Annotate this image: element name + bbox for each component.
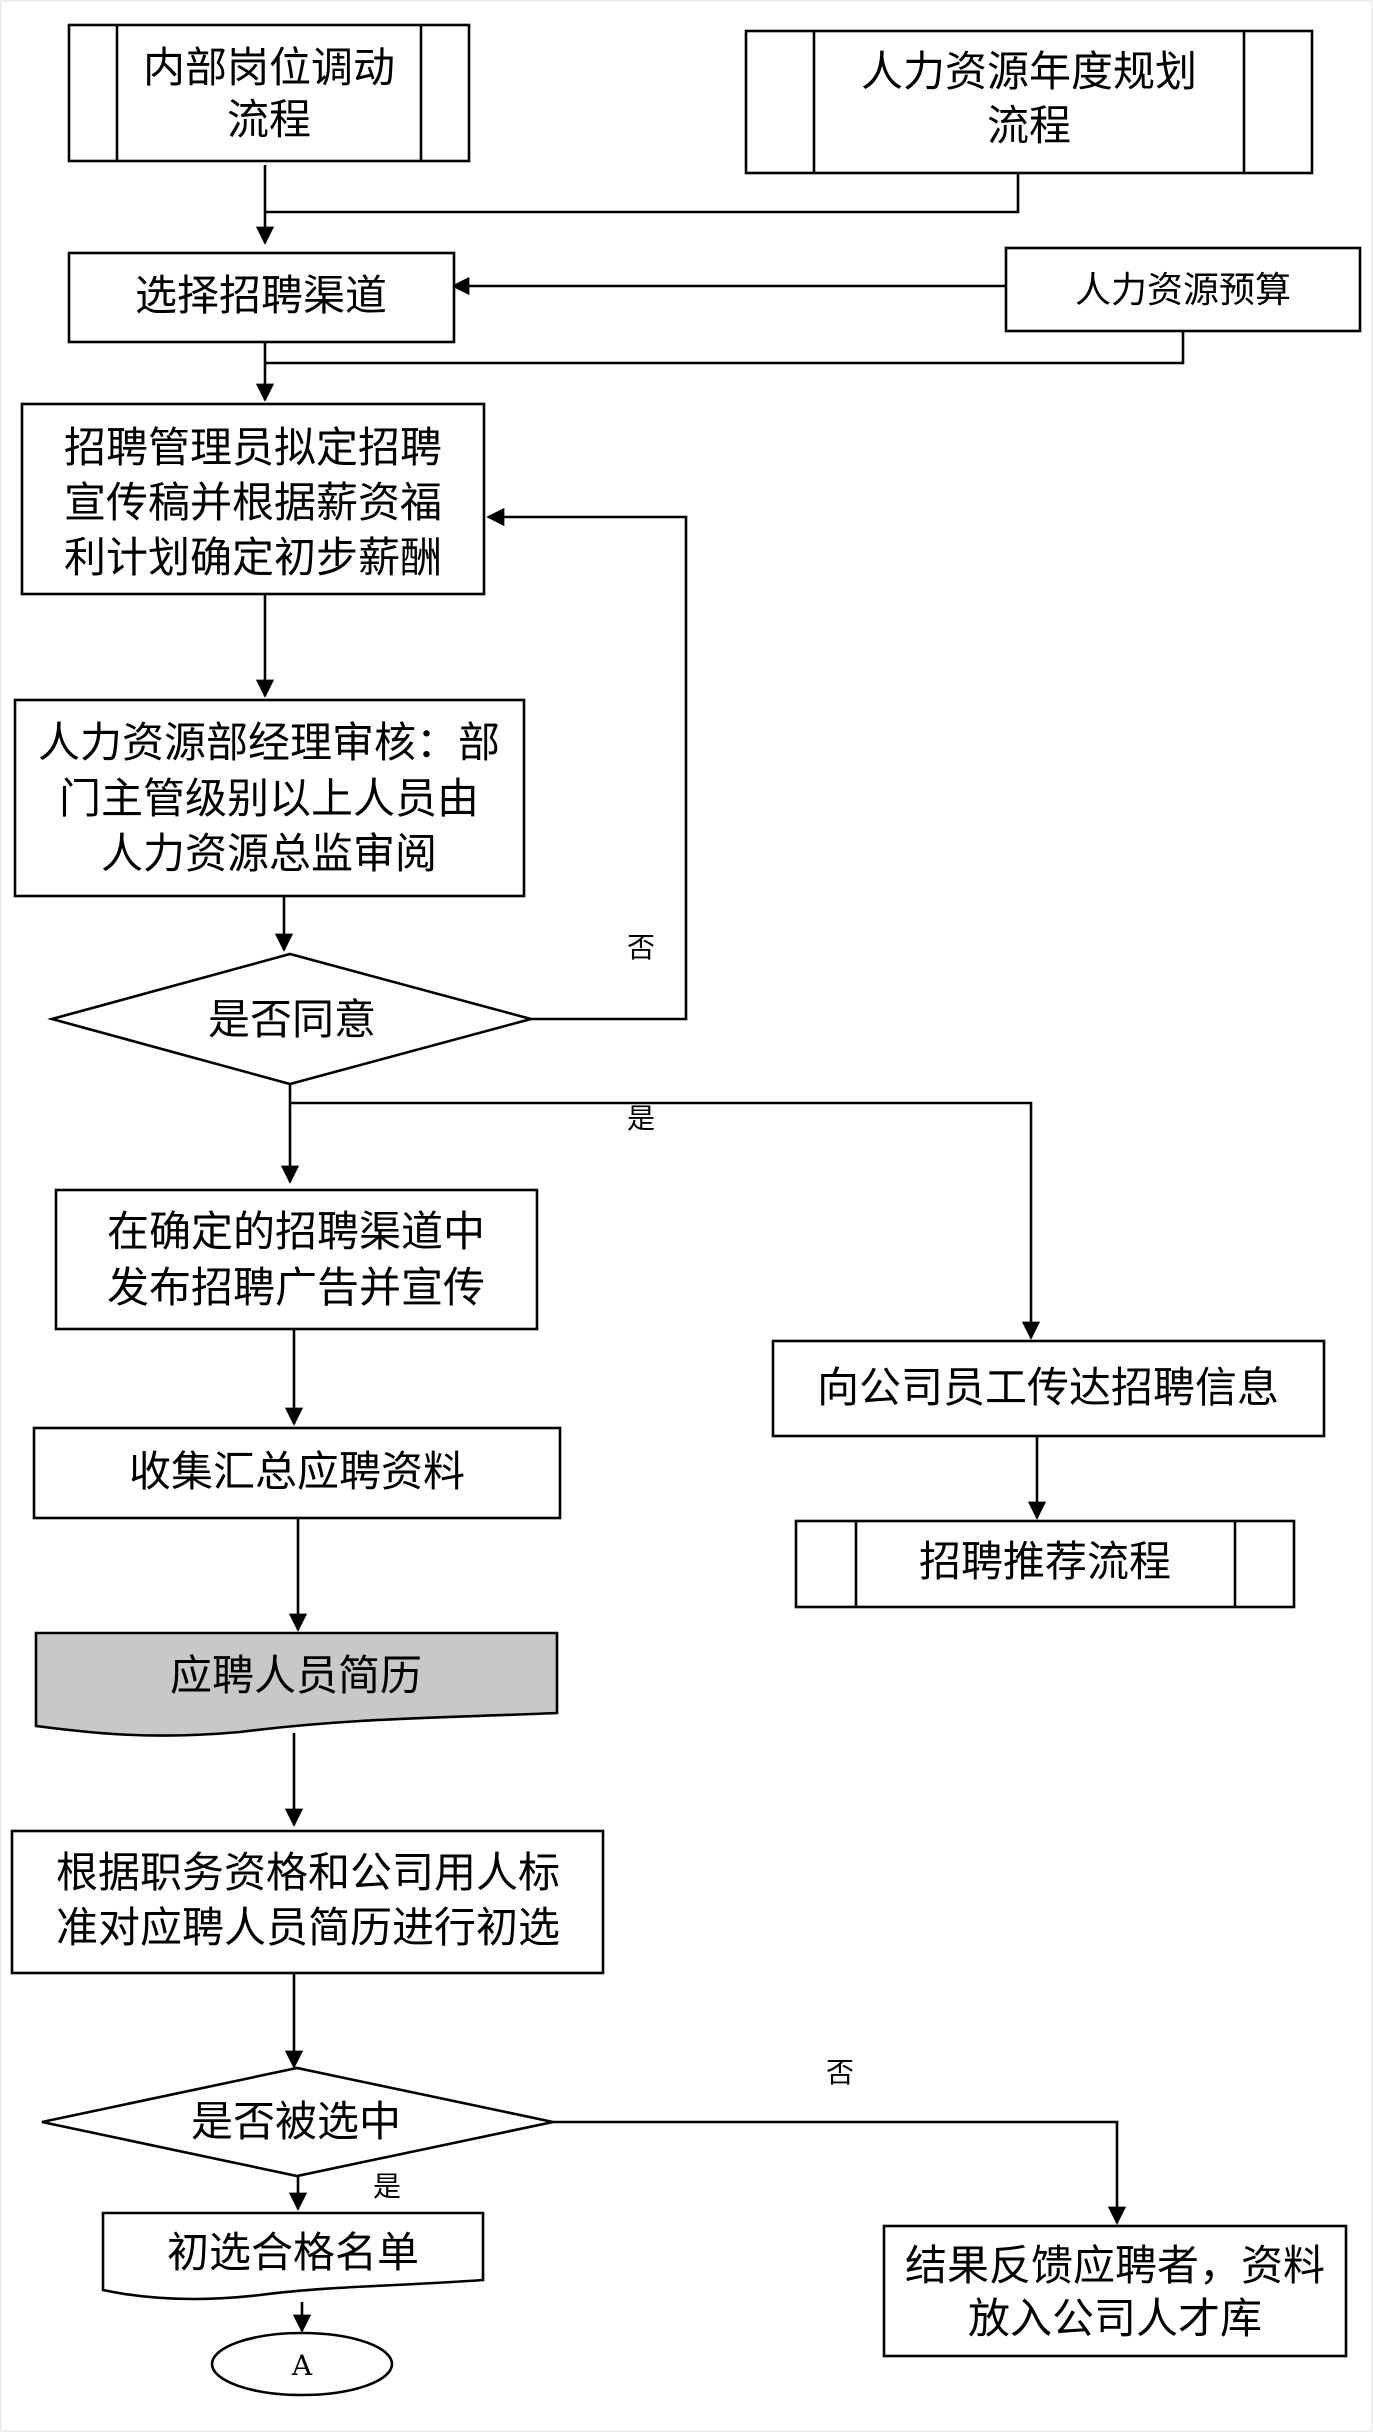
- draft-promo-step: 招聘管理员拟定招聘 宣传稿并根据薪资福 利计划确定初步薪酬: [20, 402, 486, 596]
- node-text: 人力资源预算: [1075, 270, 1291, 311]
- node-text: 宣传稿并根据薪资福: [64, 478, 442, 527]
- connector-a: A: [210, 2331, 394, 2397]
- screening-step: 根据职务资格和公司用人标 准对应聘人员简历进行初选: [10, 1829, 605, 1975]
- collect-resumes-step: 收集汇总应聘资料: [32, 1426, 562, 1520]
- node-text: 门主管级别以上人员由: [59, 774, 479, 823]
- approve-no-label: 否: [627, 931, 655, 964]
- node-text: 招聘管理员拟定招聘: [64, 423, 442, 472]
- edge-budget-merge: [265, 332, 1185, 365]
- node-text: 流程: [987, 101, 1071, 150]
- node-text: 放入公司人才库: [968, 2294, 1262, 2343]
- node-text: 发布招聘广告并宣传: [107, 1263, 485, 1312]
- connectors: [255, 165, 1185, 2333]
- node-text: 人力资源部经理审核：部: [38, 718, 500, 767]
- hr-budget-box: 人力资源预算: [1004, 246, 1362, 333]
- feedback-step: 结果反馈应聘者，资料 放入公司人才库: [882, 2224, 1348, 2358]
- node-text: 利计划确定初步薪酬: [64, 533, 442, 582]
- selected-decision: 是否被选中: [41, 2066, 554, 2178]
- node-text: 是否同意: [208, 995, 376, 1044]
- node-text: 内部岗位调动: [143, 43, 395, 92]
- hr-annual-plan-process: 人力资源年度规划 流程: [744, 29, 1314, 175]
- node-text: 人力资源年度规划: [861, 47, 1197, 96]
- internal-transfer-process: 内部岗位调动 流程: [67, 23, 471, 163]
- node-text: 准对应聘人员简历进行初选: [56, 1903, 560, 1952]
- node-text: 人力资源总监审阅: [101, 829, 437, 878]
- node-text: A: [291, 2349, 313, 2382]
- approve-yes-label: 是: [627, 1102, 655, 1135]
- node-text: 是否被选中: [191, 2097, 401, 2146]
- node-text: 结果反馈应聘者，资料: [905, 2241, 1325, 2290]
- node-text: 选择招聘渠道: [135, 271, 387, 320]
- edge-annual-plan-merge: [265, 173, 1020, 214]
- node-text: 根据职务资格和公司用人标: [56, 1848, 560, 1897]
- approve-decision: 是否同意: [47, 952, 536, 1086]
- node-text: 收集汇总应聘资料: [129, 1447, 465, 1496]
- node-text: 流程: [227, 95, 311, 144]
- node-text: 在确定的招聘渠道中: [107, 1207, 485, 1256]
- edge-decision-no-loop: [486, 507, 688, 1021]
- manager-review-step: 人力资源部经理审核：部 门主管级别以上人员由 人力资源总监审阅: [13, 698, 526, 898]
- publish-ad-step: 在确定的招聘渠道中 发布招聘广告并宣传: [54, 1188, 539, 1331]
- edge-decision-yes-right: [290, 1101, 1041, 1340]
- selected-no-label: 否: [826, 2056, 854, 2089]
- edge-selected-no: [553, 2120, 1127, 2225]
- referral-process: 招聘推荐流程: [794, 1519, 1296, 1609]
- qualified-list-document: 初选合格名单: [101, 2211, 485, 2301]
- notify-staff-step: 向公司员工传达招聘信息: [771, 1339, 1326, 1438]
- node-text: 应聘人员简历: [170, 1651, 422, 1700]
- selected-yes-label: 是: [373, 2170, 401, 2203]
- select-channel-step: 选择招聘渠道: [67, 251, 456, 344]
- resume-document: 应聘人员简历: [34, 1631, 559, 1737]
- node-text: 向公司员工传达招聘信息: [817, 1363, 1279, 1412]
- node-text: 初选合格名单: [167, 2228, 419, 2277]
- node-text: 招聘推荐流程: [919, 1537, 1171, 1586]
